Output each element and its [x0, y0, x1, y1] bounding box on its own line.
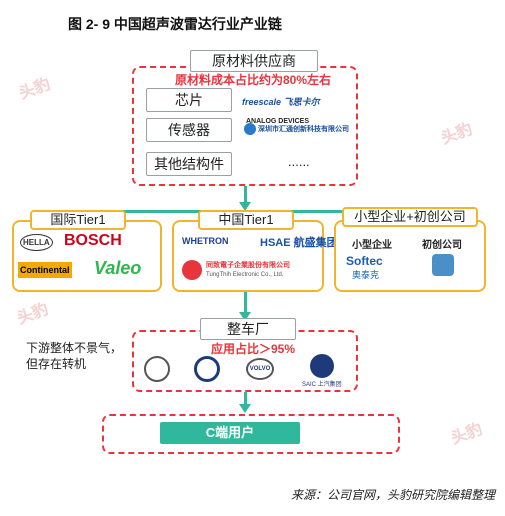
tungthih-icon: [182, 260, 202, 280]
customer-label: C端用户: [160, 422, 300, 444]
sme-sub-startup: 初创公司: [422, 240, 462, 251]
arrow-line: [244, 392, 247, 406]
arrow-down-icon: [239, 404, 251, 413]
saic-logo: SAIC 上汽集团: [302, 382, 342, 388]
other-ellipsis: ......: [288, 154, 310, 169]
valeo-logo: Valeo: [94, 258, 142, 278]
startup-logo-icon: [432, 254, 454, 276]
tungthih-cn-logo: 同致電子企業股份有限公司: [206, 262, 290, 269]
watermark: 头豹: [14, 300, 51, 328]
whetron-logo: WHETRON: [182, 236, 229, 246]
customer-frame: [102, 414, 400, 454]
sme-sub-small: 小型企业: [352, 240, 392, 251]
volvo-logo: VOLVO: [246, 358, 274, 380]
figure-title: 图 2- 9 中国超声波雷达行业产业链: [68, 16, 282, 32]
softec-logo: Softec: [346, 254, 383, 268]
watermark: 头豹: [16, 75, 53, 103]
chip-logos: freescale 飞思卡尔 ANALOG DEVICES: [242, 92, 354, 125]
tungthih-en-logo: TungThih Electronic Co., Ltd.: [206, 272, 284, 278]
arrow-down-icon: [239, 202, 251, 211]
volkswagen-logo-icon: [194, 356, 220, 382]
sensor-label: 传感器: [146, 118, 232, 142]
huitong-icon: [244, 123, 256, 135]
source-note: 来源：公司官网，头豹研究院编辑整理: [290, 488, 495, 502]
freescale-logo: freescale 飞思卡尔: [242, 97, 320, 107]
continental-logo: Continental: [18, 262, 72, 278]
oem-logos: VOLVO SAIC 上汽集团: [140, 354, 354, 388]
analog-devices-logo: ANALOG DEVICES: [246, 118, 310, 125]
huitong-logo: 深圳市汇通创新科技有限公司: [257, 126, 349, 133]
arrow-down-icon: [239, 312, 251, 321]
watermark: 头豹: [438, 120, 475, 148]
downstream-comment: 下游整体不景气， 但存在转机: [26, 341, 123, 371]
bosch-logo: BOSCH: [64, 232, 122, 249]
hsae-logo: HSAE 航盛集团: [260, 237, 338, 249]
intl-tier1-frame: [12, 220, 162, 292]
hella-logo: HELLA: [20, 234, 53, 251]
chip-label: 芯片: [146, 88, 232, 112]
oem-header: 整车厂: [200, 318, 296, 340]
raw-material-note: 原材料成本占比约为80%左右: [174, 73, 332, 87]
other-structural-label: 其他结构件: [146, 152, 232, 176]
mercedes-logo-icon: [144, 356, 170, 382]
cn-tier1-logos: WHETRON HSAE 航盛集团 同致電子企業股份有限公司 TungThih …: [178, 232, 338, 288]
intl-tier1-header: 国际Tier1: [30, 210, 126, 230]
arrow-line: [244, 292, 247, 314]
saic-logo-icon: [310, 354, 334, 378]
cn-tier1-header: 中国Tier1: [198, 210, 294, 230]
softec-cn-logo: 奥泰克: [352, 270, 380, 280]
sme-header: 小型企业+初创公司: [342, 207, 478, 227]
raw-material-header: 原材料供应商: [190, 50, 318, 72]
oem-note: 应用占比＞95%: [210, 342, 296, 356]
sensor-logos: 深圳市汇通创新科技有限公司: [244, 123, 356, 141]
watermark: 头豹: [448, 420, 485, 448]
intl-tier1-logos: HELLA BOSCH Continental Valeo: [18, 232, 158, 288]
sme-frame: [334, 220, 486, 292]
arrow-line: [244, 186, 247, 204]
